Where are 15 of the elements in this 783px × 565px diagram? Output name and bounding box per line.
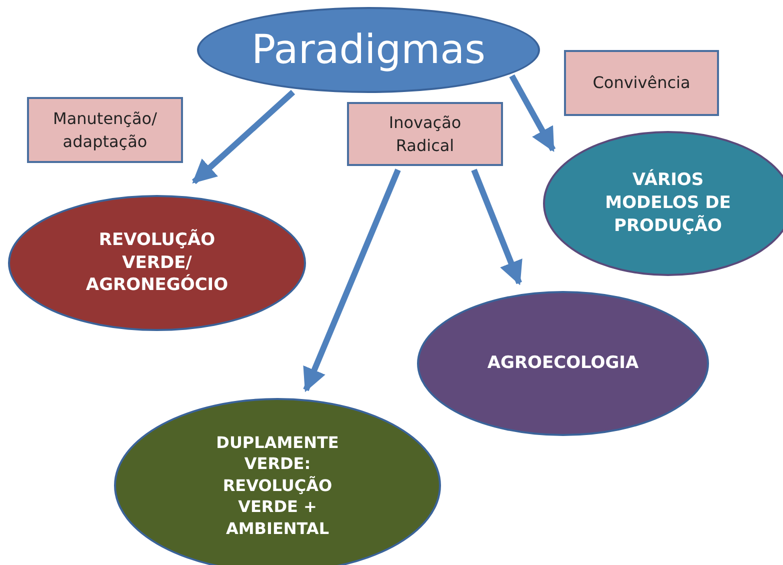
label-text: Convivência: [592, 72, 690, 94]
node-text: VÁRIOS MODELOS DE PRODUÇÃO: [604, 169, 732, 238]
arrow: [192, 90, 296, 184]
arrow: [471, 168, 522, 286]
arrow: [509, 74, 556, 152]
label-box: [27, 97, 183, 163]
label-text: Manutenção/ adaptação: [52, 108, 158, 153]
node-text: Paradigmas: [251, 26, 486, 75]
label-box: [564, 50, 719, 116]
label-box: [347, 102, 503, 166]
label-text: Inovação Radical: [388, 112, 462, 157]
arrow: [303, 168, 401, 392]
node-text: REVOLUÇÃO VERDE/ AGRONEGÓCIO: [84, 228, 230, 298]
node-text: DUPLAMENTE VERDE: REVOLUÇÃO VERDE + AMBIENTAL: [215, 432, 340, 540]
node-text: AGROECOLOGIA: [487, 352, 639, 375]
